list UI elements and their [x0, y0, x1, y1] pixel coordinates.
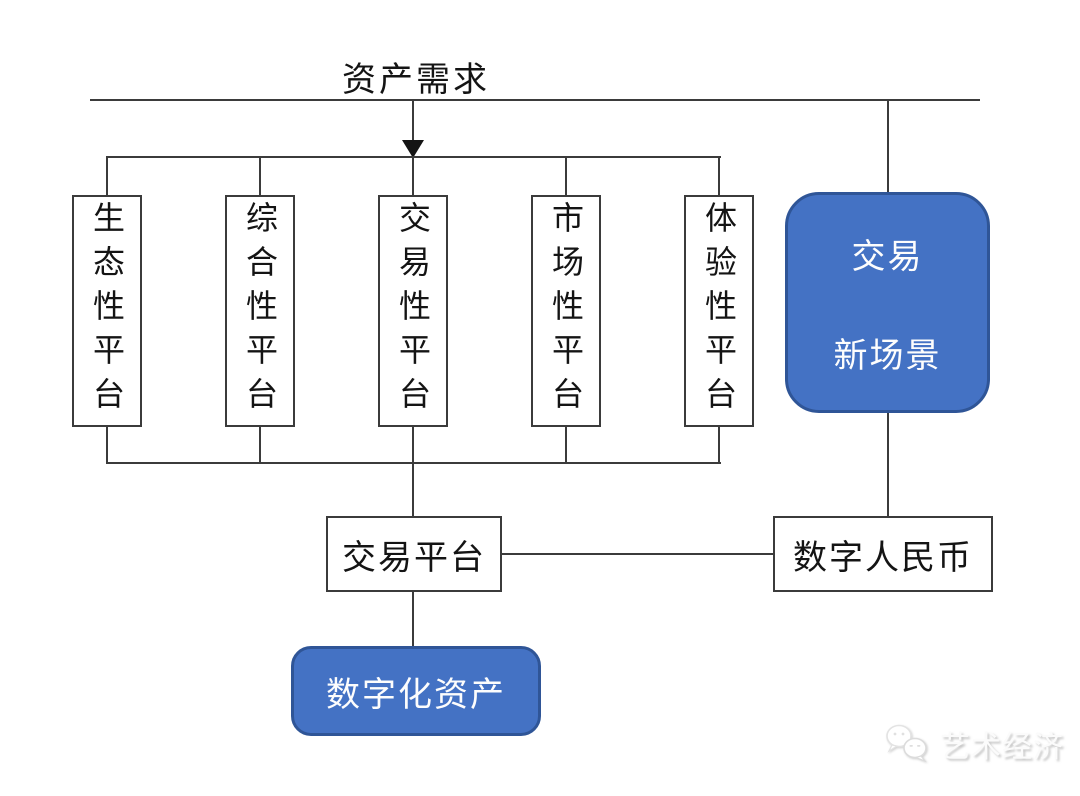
node-label: 交易性平台	[394, 201, 432, 421]
node-comprehensive-platform: 综合性平台	[225, 195, 295, 427]
brand-watermark: 艺术经济	[884, 722, 1064, 766]
node-experience-platform: 体验性平台	[684, 195, 754, 427]
node-trading-new-scenario: 交易 新场景	[785, 192, 990, 413]
connector-trading-to-assets	[412, 592, 414, 646]
connector-top-stub-1	[106, 157, 108, 195]
node-trading-type-platform: 交易性平台	[378, 195, 448, 427]
node-digital-assets: 数字化资产	[291, 646, 541, 736]
node-label: 市场性平台	[547, 201, 585, 421]
connector-top-stub-2	[259, 157, 261, 195]
node-label: 数字化资产	[326, 674, 506, 715]
top-rail-line	[90, 99, 980, 101]
node-digital-rmb: 数字人民币	[773, 516, 993, 592]
arrow-down-icon	[402, 140, 424, 158]
connector-top-stub-4	[565, 157, 567, 195]
node-label: 数字人民币	[793, 537, 973, 578]
node-label: 交易平台	[342, 537, 486, 578]
node-label-line2: 新场景	[833, 335, 942, 376]
node-ecological-platform: 生态性平台	[72, 195, 142, 427]
connector-bottom-stub-1	[106, 427, 108, 463]
connector-bottom-stub-5	[718, 427, 720, 463]
connector-trading-to-rmb	[502, 553, 773, 555]
connector-rail-to-scenario	[887, 101, 889, 192]
node-label: 生态性平台	[88, 201, 126, 421]
arrow-stem	[412, 101, 414, 143]
node-trading-platform: 交易平台	[326, 516, 502, 592]
node-label: 体验性平台	[700, 201, 738, 421]
connector-bottom-stub-2	[259, 427, 261, 463]
connector-rail-to-trading	[412, 464, 414, 516]
node-label-line1: 交易	[851, 236, 924, 277]
connector-scenario-to-rmb	[887, 413, 889, 516]
platform-bottom-rail	[106, 462, 721, 464]
diagram-title: 资产需求	[342, 60, 490, 100]
node-market-platform: 市场性平台	[531, 195, 601, 427]
node-label: 综合性平台	[241, 201, 279, 421]
connector-bottom-stub-4	[565, 427, 567, 463]
wechat-icon	[884, 723, 932, 765]
connector-top-stub-5	[718, 157, 720, 195]
connector-bottom-stub-3	[412, 427, 414, 463]
brand-name: 艺术经济	[940, 730, 1064, 765]
connector-top-stub-3	[412, 157, 414, 195]
